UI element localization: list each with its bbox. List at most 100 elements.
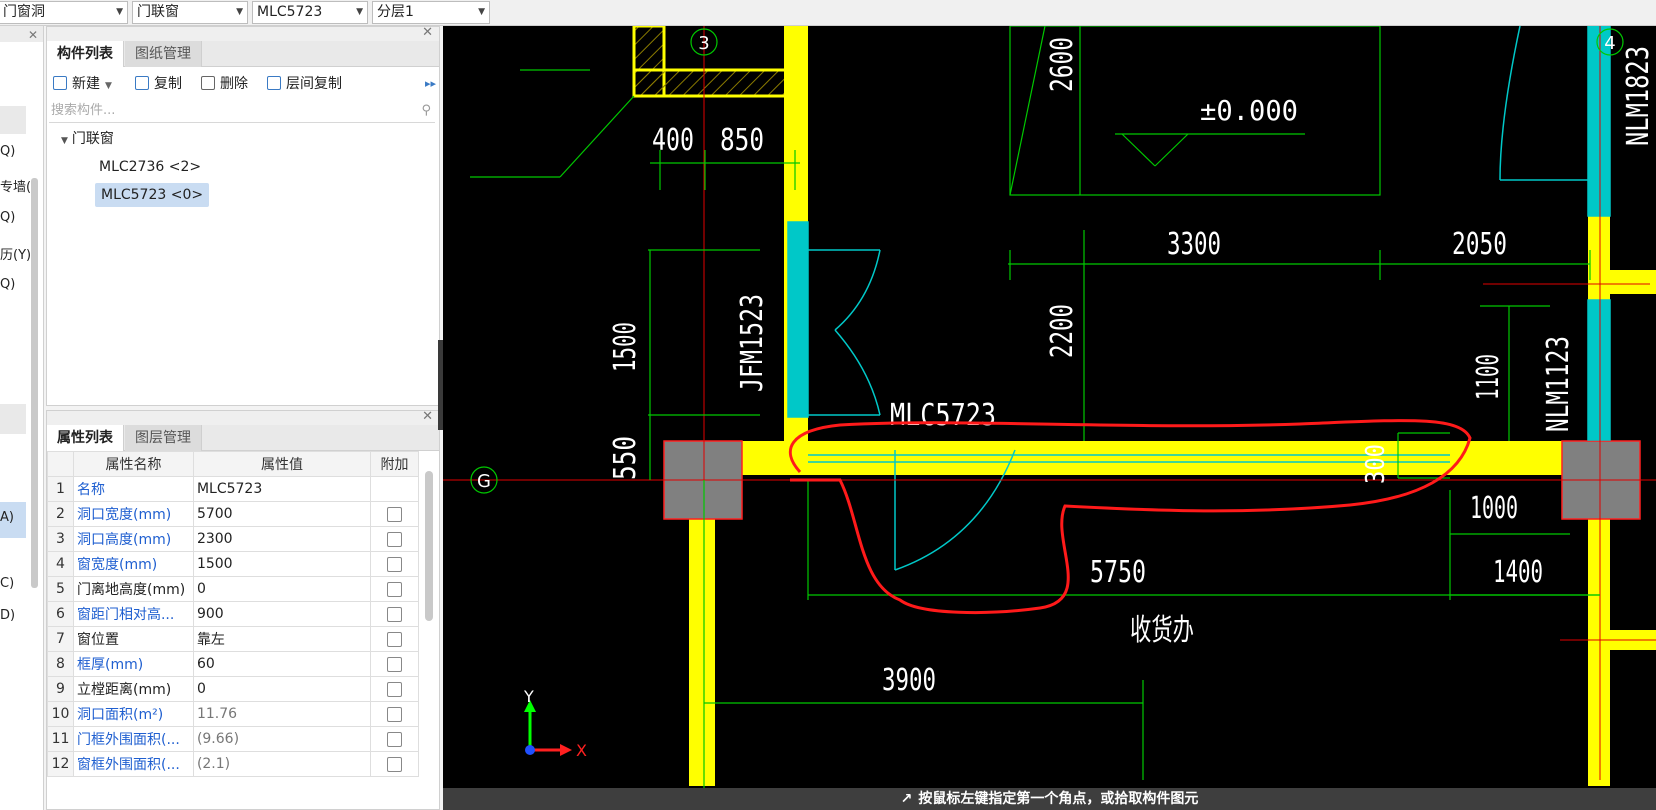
extra-checkbox[interactable] bbox=[387, 681, 403, 697]
dim-850: 850 bbox=[720, 123, 764, 158]
search-icon[interactable]: ⚲ bbox=[421, 103, 431, 118]
extra-cell bbox=[370, 576, 419, 602]
nav-item-selected[interactable] bbox=[0, 502, 26, 538]
status-message: 按鼠标左键指定第一个角点，或拾取构件图元 bbox=[918, 791, 1199, 807]
nav-block bbox=[0, 404, 26, 434]
tab-drawing-management[interactable]: 图纸管理 bbox=[125, 41, 202, 67]
chevron-down-icon: ▼ bbox=[116, 7, 123, 17]
type-select[interactable]: 门联窗▼ bbox=[132, 1, 248, 24]
property-scrollbar[interactable] bbox=[425, 471, 433, 621]
cad-drawing[interactable]: 3 4 G 400 850 3300 2050 1000 5750 1400 3… bbox=[443, 26, 1656, 810]
nav-item[interactable]: C) bbox=[0, 576, 15, 591]
axis-label-3: 3 bbox=[698, 33, 709, 54]
nav-item[interactable]: A) bbox=[0, 510, 14, 525]
more-icon[interactable]: ▸▸ bbox=[425, 77, 437, 90]
extra-cell bbox=[370, 651, 419, 677]
extra-cell bbox=[370, 501, 419, 527]
component-select[interactable]: MLC5723▼ bbox=[252, 1, 368, 24]
delete-label: 删除 bbox=[220, 76, 248, 92]
axis-lines bbox=[443, 26, 1656, 780]
nav-item[interactable]: Q) bbox=[0, 210, 16, 225]
chevron-down-icon: ▼ bbox=[236, 7, 243, 17]
row-index: 2 bbox=[47, 501, 74, 527]
property-name: 立樘距离(mm) bbox=[72, 676, 194, 702]
extra-checkbox[interactable] bbox=[387, 656, 403, 672]
row-index: 1 bbox=[47, 476, 74, 502]
copy-label: 复制 bbox=[154, 76, 182, 92]
dim-2200: 2200 bbox=[1045, 304, 1080, 358]
component-labels: JFM1523 MLC5723 NLM1123 NLM1823 收货办 bbox=[735, 46, 1656, 648]
extra-checkbox[interactable] bbox=[387, 556, 403, 572]
floor-copy-button[interactable]: 层间复制 bbox=[267, 73, 342, 95]
property-name: 框厚(mm) bbox=[72, 651, 194, 677]
extra-checkbox[interactable] bbox=[387, 631, 403, 647]
nav-item[interactable]: D) bbox=[0, 608, 16, 623]
cursor-icon: ↗ bbox=[900, 791, 913, 807]
tab-layer-management[interactable]: 图层管理 bbox=[125, 425, 202, 451]
extra-checkbox[interactable] bbox=[387, 706, 403, 722]
nav-item[interactable]: 专墙(. bbox=[0, 180, 36, 195]
dim-1500: 1500 bbox=[608, 322, 643, 372]
delete-button[interactable]: 删除 bbox=[201, 73, 248, 95]
property-value: 11.76 bbox=[192, 701, 372, 727]
property-value[interactable]: 900 bbox=[192, 601, 372, 627]
property-value[interactable]: 5700 bbox=[192, 501, 372, 527]
header-index bbox=[47, 451, 74, 477]
category-select[interactable]: 门窗洞 ▼ bbox=[0, 1, 128, 24]
scrollbar[interactable] bbox=[31, 178, 38, 588]
new-button[interactable]: 新建▼ bbox=[53, 73, 112, 95]
axis-bubble-G bbox=[470, 466, 498, 494]
tree-item[interactable]: MLC2736 <2> bbox=[99, 159, 202, 175]
extra-checkbox[interactable] bbox=[387, 506, 403, 522]
tree-group[interactable]: ▼门联窗 bbox=[61, 127, 114, 153]
chevron-down-icon: ▼ bbox=[105, 81, 112, 91]
property-value[interactable]: 1500 bbox=[192, 551, 372, 577]
extra-checkbox[interactable] bbox=[387, 581, 403, 597]
category-value: 门窗洞 bbox=[3, 4, 45, 20]
property-name: 洞口高度(mm) bbox=[72, 526, 194, 552]
property-name: 窗框外围面积(... bbox=[72, 751, 194, 777]
nav-item[interactable]: 历(Y) bbox=[0, 248, 32, 263]
nav-item[interactable]: Q) bbox=[0, 144, 16, 159]
row-index: 12 bbox=[47, 751, 74, 777]
property-value[interactable]: 0 bbox=[192, 676, 372, 702]
row-index: 10 bbox=[47, 701, 74, 727]
axis-bubble-labels: 3 4 G bbox=[477, 33, 1616, 492]
extra-checkbox[interactable] bbox=[387, 531, 403, 547]
panel-splitter[interactable] bbox=[438, 340, 443, 430]
copy-button[interactable]: 复制 bbox=[135, 73, 182, 95]
property-value[interactable]: 60 bbox=[192, 651, 372, 677]
close-icon[interactable]: ✕ bbox=[422, 25, 433, 40]
extra-checkbox[interactable] bbox=[387, 606, 403, 622]
header-extra: 附加 bbox=[370, 451, 419, 477]
extra-checkbox[interactable] bbox=[387, 756, 403, 772]
property-value[interactable]: MLC5723 bbox=[192, 476, 372, 502]
property-value[interactable]: 靠左 bbox=[192, 626, 372, 652]
extra-checkbox[interactable] bbox=[387, 731, 403, 747]
tab-component-list[interactable]: 构件列表 bbox=[47, 41, 124, 67]
layer-select[interactable]: 分层1▼ bbox=[372, 1, 490, 24]
expand-icon[interactable]: ▼ bbox=[61, 136, 68, 146]
search-input[interactable]: 搜索构件...⚲ bbox=[49, 99, 435, 123]
property-value[interactable]: 0 bbox=[192, 576, 372, 602]
nav-item[interactable]: Q) bbox=[0, 277, 16, 292]
close-icon[interactable]: ✕ bbox=[28, 28, 39, 42]
tree-item-selected[interactable]: MLC5723 <0> bbox=[95, 183, 210, 207]
drawing-canvas[interactable]: 3 4 G 400 850 3300 2050 1000 5750 1400 3… bbox=[443, 26, 1656, 810]
close-icon[interactable]: ✕ bbox=[422, 410, 433, 424]
tab-property-list[interactable]: 属性列表 bbox=[47, 425, 124, 451]
property-value[interactable]: 2300 bbox=[192, 526, 372, 552]
